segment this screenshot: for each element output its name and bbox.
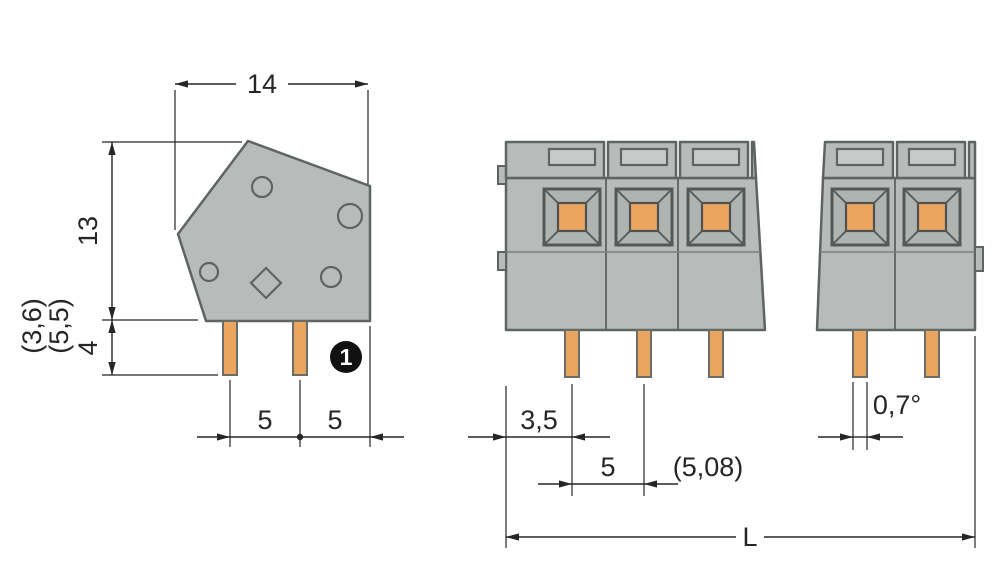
test-slot [547, 147, 597, 167]
dimension-pitch: 5 (5,08) [538, 384, 743, 496]
side-view: 1 14 13 4 (3,6) (5,5) [17, 69, 404, 447]
housing-hole-left [198, 261, 220, 283]
housing-hole-top [250, 175, 274, 199]
test-slot [691, 147, 741, 167]
dim-pitch-label: 5 [600, 452, 615, 482]
solder-pin [564, 329, 580, 378]
housing-diamond-opening [249, 266, 283, 300]
dim-pitch-alt-label: (5,08) [673, 452, 744, 482]
dim-pin-width-label: 0,7° [873, 390, 921, 420]
dim-pin-length-label: 4 [73, 340, 103, 355]
dimension-height: 13 [73, 141, 242, 321]
strip-end-tab [974, 246, 984, 272]
pole-top-block-torn [750, 140, 758, 180]
dim-aux-label-2: (5,5) [44, 298, 74, 354]
pole-top-block-end [967, 140, 977, 180]
test-slot [835, 147, 885, 167]
test-slot [619, 147, 669, 167]
dim-pitch-left-label: 5 [257, 405, 272, 435]
item-marker-circle [330, 341, 362, 373]
dimension-edge-offset: 3,5 [468, 384, 610, 548]
side-view-housing [176, 139, 372, 323]
solder-pin [708, 329, 724, 378]
clamp-opening [902, 187, 962, 247]
housing-hole-right [336, 202, 364, 230]
clamp-opening [542, 187, 602, 247]
test-slot [907, 147, 957, 167]
solder-pin [222, 320, 238, 376]
dimension-side-pitch: 5 5 [197, 326, 404, 447]
strip-left-tab [497, 251, 507, 271]
solder-pin [292, 320, 308, 376]
housing-hole-bottom-right [319, 265, 343, 289]
clamp-opening [614, 187, 674, 247]
clamp-opening [830, 187, 890, 247]
solder-pin [852, 329, 868, 378]
clamp-opening [686, 187, 746, 247]
item-marker-label: 1 [340, 344, 353, 370]
dimension-total-length: L [506, 336, 976, 552]
solder-pin [924, 329, 940, 378]
dim-aux-label-1: (3,6) [17, 298, 47, 354]
front-view: 3,5 5 (5,08) 0,7° L [468, 140, 984, 552]
dim-pitch-right-label: 5 [327, 405, 342, 435]
dim-total-length-label: L [742, 522, 757, 552]
dimension-width: 14 [174, 69, 369, 230]
dimension-pin-length: 4 [73, 320, 218, 376]
dimension-dot [296, 433, 304, 441]
dim-width-label: 14 [247, 69, 277, 99]
dimension-pin-width: 0,7° [818, 382, 921, 450]
solder-pin [636, 329, 652, 378]
dim-height-label: 13 [73, 216, 103, 246]
dim-edge-offset-label: 3,5 [520, 405, 558, 435]
